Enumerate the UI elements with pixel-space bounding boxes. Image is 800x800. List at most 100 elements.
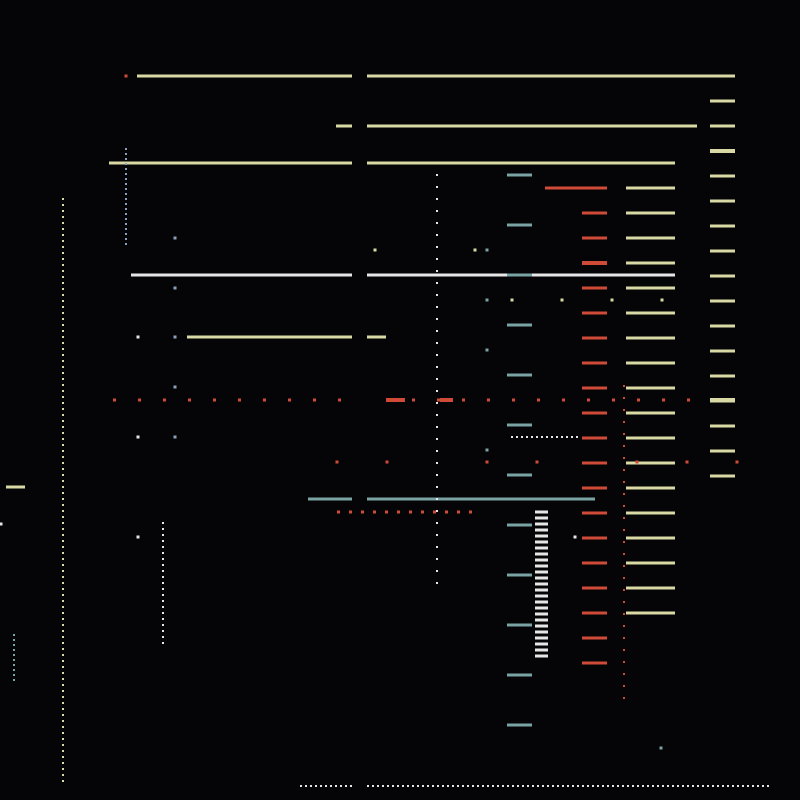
red-dot-row	[437, 398, 440, 402]
white-bar	[535, 630, 548, 634]
white-dot-row	[310, 785, 312, 787]
slate-dot-column	[125, 178, 127, 180]
white-dot-row	[462, 785, 464, 787]
red-tick	[582, 261, 607, 265]
slate-dot	[173, 335, 177, 339]
red-dot-column	[623, 469, 625, 471]
cream-dot-column	[62, 708, 64, 710]
white-dot-row	[622, 785, 624, 787]
cream-dot-column	[62, 696, 64, 698]
white-dot-row	[647, 785, 649, 787]
slate-dot-column	[125, 238, 127, 240]
white-dot-column	[162, 612, 164, 614]
cream-dot-column	[62, 486, 64, 488]
white-dot-row	[457, 785, 459, 787]
cream-dot-column	[62, 630, 64, 632]
teal-dot-column	[13, 634, 15, 636]
white-dot-row	[340, 785, 342, 787]
red-tick	[582, 236, 607, 240]
white-bar	[535, 648, 548, 652]
red-tick	[582, 386, 607, 390]
white-dot-row	[526, 436, 528, 438]
red-dot-row	[288, 398, 291, 402]
white-dot-column	[436, 246, 438, 248]
white-dot-row	[642, 785, 644, 787]
cream-dot-column	[62, 468, 64, 470]
cream-tick	[626, 611, 675, 615]
cream-dot-column	[62, 402, 64, 404]
cream-dot-column	[62, 492, 64, 494]
red-dot-row	[213, 398, 216, 402]
teal-dot-column	[13, 654, 15, 656]
teal-dot-column	[13, 659, 15, 661]
white-dot-row	[576, 436, 578, 438]
slate-dot	[173, 236, 177, 240]
red-dot-column	[623, 385, 625, 387]
white-dot-row	[507, 785, 509, 787]
cream-dot-column	[62, 444, 64, 446]
cream-dot-column	[62, 426, 64, 428]
cream-dot-column	[62, 774, 64, 776]
white-dot-column	[162, 600, 164, 602]
red-line	[386, 398, 405, 402]
cream-dot-column	[62, 282, 64, 284]
white-dot-row	[602, 785, 604, 787]
cream-dot-column	[62, 306, 64, 308]
cream-dot-column	[62, 552, 64, 554]
white-dot-row	[662, 785, 664, 787]
white-bar	[535, 576, 548, 580]
white-dot-row	[536, 436, 538, 438]
white-dot-row	[571, 436, 573, 438]
white-dot-row	[412, 785, 414, 787]
pattern-marks	[0, 74, 769, 787]
cream-dot-column	[62, 480, 64, 482]
cream-tick	[626, 186, 675, 190]
cream-dot-column	[62, 576, 64, 578]
red-dot-row	[409, 510, 412, 514]
white-dot-row	[582, 785, 584, 787]
white-dot-column	[162, 642, 164, 644]
white-dot-row	[511, 436, 513, 438]
cream-dot-column	[62, 738, 64, 740]
slate-dot-column	[125, 223, 127, 225]
white-dot-row	[487, 785, 489, 787]
white-dot-column	[436, 174, 438, 176]
white-dot-row	[657, 785, 659, 787]
white-dot-row	[617, 785, 619, 787]
white-dot-row	[592, 785, 594, 787]
white-dot-row	[407, 785, 409, 787]
white-dot-row	[572, 785, 574, 787]
red-dot-column	[623, 445, 625, 447]
white-dot-row	[542, 785, 544, 787]
slate-dot-column	[125, 168, 127, 170]
red-dot-row	[562, 398, 565, 402]
white-dot-row	[672, 785, 674, 787]
white-dot-row	[502, 785, 504, 787]
cream-dot-column	[62, 294, 64, 296]
cream-dot-column	[62, 270, 64, 272]
red-dot-row	[445, 510, 448, 514]
cream-dot-column	[62, 420, 64, 422]
cream-dot-column	[62, 780, 64, 782]
cream-dot-column	[62, 522, 64, 524]
white-dot-row	[477, 785, 479, 787]
cream-dot-column	[62, 726, 64, 728]
white-dot-column	[436, 210, 438, 212]
slate-dot-column	[125, 173, 127, 175]
cream-tick	[626, 511, 675, 515]
red-dot-row	[397, 510, 400, 514]
white-dot-row	[687, 785, 689, 787]
red-dot-column	[623, 517, 625, 519]
teal-dot	[485, 298, 489, 302]
red-dot	[635, 460, 639, 464]
white-dot-row	[377, 785, 379, 787]
white-bar	[535, 624, 548, 628]
white-dot-column	[436, 294, 438, 296]
white-dot-column	[162, 552, 164, 554]
white-dot-column	[436, 462, 438, 464]
cream-dot-column	[62, 288, 64, 290]
red-dot-column	[623, 589, 625, 591]
white-dot-column	[436, 450, 438, 452]
red-dot-column	[623, 625, 625, 627]
teal-line	[367, 497, 595, 501]
